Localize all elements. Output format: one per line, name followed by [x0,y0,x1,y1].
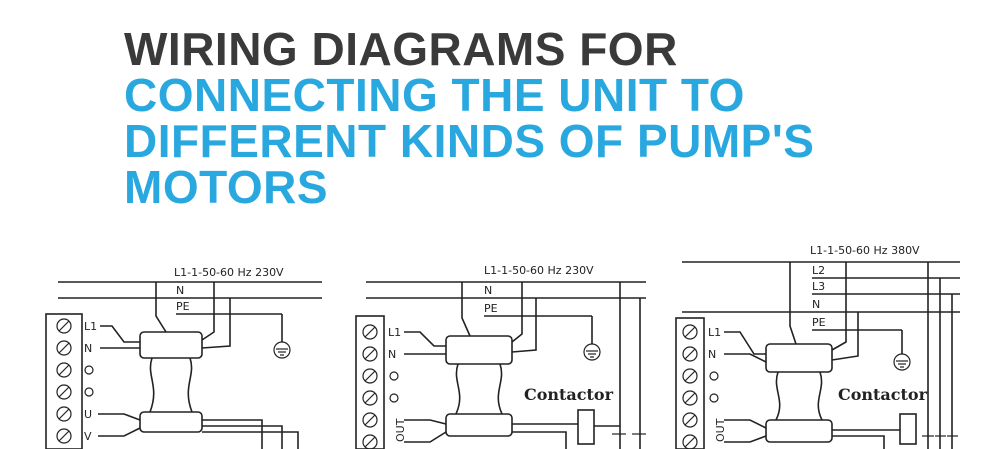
wiring-diagram-1: L1-1-50-60 Hz 230V N PE L1 N [45,266,322,449]
title-line-3: DIFFERENT KINDS OF PUMP'S [124,115,815,167]
line-label-pe: PE [176,300,190,313]
contactor-label: Contactor [838,385,928,404]
terminal-block [45,313,83,449]
ground-symbol [273,314,291,359]
terminal-label-n: N [708,348,716,361]
contactor-label: Contactor [524,385,614,404]
terminal-label-u: U [84,408,92,421]
terminal-block [675,317,705,449]
page-title: WIRING DIAGRAMS FOR CONNECTING THE UNIT … [124,26,814,210]
line-label-pe: PE [484,302,498,315]
line-label-pe: PE [812,316,826,329]
line-label-n: N [812,298,820,311]
terminal-block [355,315,385,449]
terminal-label-l1: L1 [388,326,401,339]
terminal-label-l1: L1 [84,320,97,333]
line-label-n: N [176,284,184,297]
ground-symbol [583,316,601,361]
terminal-label-out: OUT [714,418,727,442]
line-label-l2: L2 [812,264,825,277]
title-line-1: WIRING DIAGRAMS FOR [124,23,678,75]
supply-label: L1-1-50-60 Hz 380V [810,244,920,257]
lower-sensor [765,419,833,443]
title-line-2: CONNECTING THE UNIT TO [124,69,745,121]
ground-symbol [893,330,911,371]
terminal-label-v: V [84,430,92,443]
upper-sensor [139,331,203,359]
line-label-l3: L3 [812,280,825,293]
terminal-label-n: N [84,342,92,355]
terminal-label-out: OUT [394,418,407,442]
upper-sensor [445,335,513,365]
terminal-label-n: N [388,348,396,361]
wiring-diagram-2: L1-1-50-60 Hz 230V N PE L1 N O [355,264,646,449]
upper-sensor [765,343,833,373]
supply-label: L1-1-50-60 Hz 230V [174,266,284,279]
contactor-coil [577,409,595,445]
lower-sensor [139,411,203,433]
line-label-n: N [484,284,492,297]
lower-sensor [445,413,513,437]
supply-label: L1-1-50-60 Hz 230V [484,264,594,277]
terminal-label-l1: L1 [708,326,721,339]
title-line-4: MOTORS [124,161,329,213]
wiring-diagram-3: L1-1-50-60 Hz 380V L2 L3 N PE [675,244,960,449]
wiring-diagrams: L1-1-50-60 Hz 230V N PE L1 N [45,244,960,449]
contactor-coil [899,413,917,445]
